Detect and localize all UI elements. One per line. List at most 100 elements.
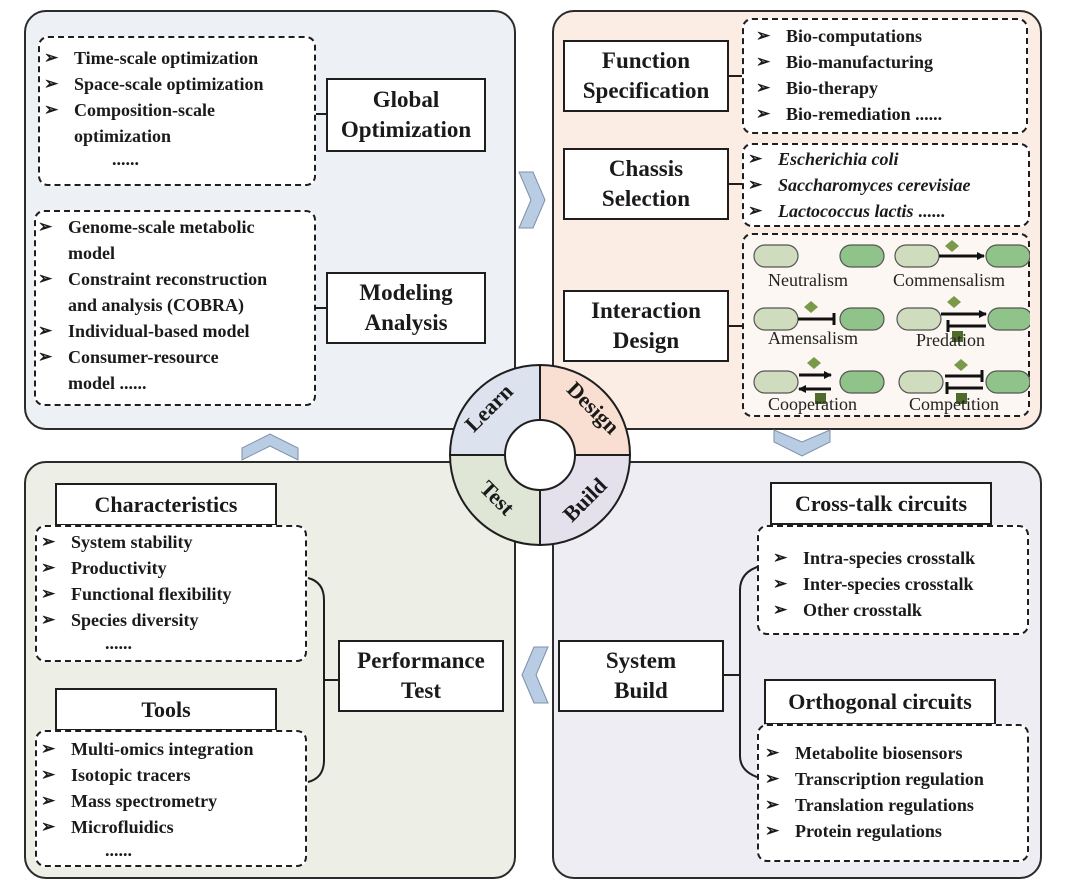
interaction-diagrams	[753, 240, 1030, 404]
bullet-icon: ➢	[41, 610, 56, 629]
cell-dark-icon	[839, 244, 885, 268]
system-build-box: System Build	[558, 640, 724, 712]
bullet-icon: ➢	[773, 600, 788, 619]
list-item: ➢Multi-omics integration	[41, 736, 305, 762]
bullet-icon: ➢	[41, 791, 56, 810]
dbtl-cycle: Learn Design Build Test	[448, 363, 632, 547]
arrow-up-icon	[241, 433, 299, 461]
bullet-icon: ➢	[38, 217, 53, 236]
bullet-icon: ➢	[765, 743, 780, 762]
bullet-icon: ➢	[765, 769, 780, 788]
crosstalk-circuits-list: ➢Intra-species crosstalk ➢Inter-species …	[757, 525, 1029, 635]
cell-dark-icon	[985, 370, 1030, 394]
signal-square-icon	[952, 331, 963, 342]
modeling-analysis-box: Modeling Analysis	[326, 272, 486, 344]
signal-diamond-icon	[945, 240, 959, 252]
cell-light-icon	[898, 370, 944, 394]
list-item: ➢Saccharomyces cerevisiae	[748, 172, 1028, 198]
characteristics-title: Characteristics	[55, 483, 277, 526]
cell-dark-icon	[839, 370, 885, 394]
connector	[316, 113, 328, 115]
bullet-icon: ➢	[41, 739, 56, 758]
list-item: ➢Genome-scale metabolic	[38, 214, 314, 240]
list-item: ➢Protein regulations	[765, 818, 1027, 844]
list-item: ➢Microfluidics	[41, 814, 305, 840]
bullet-icon: ➢	[44, 48, 59, 67]
ellipsis: ......	[105, 840, 132, 860]
performance-test-box: Performance Test	[338, 640, 504, 712]
bullet-icon: ➢	[41, 817, 56, 836]
characteristics-list: ➢System stability ➢Productivity ➢Functio…	[35, 525, 307, 662]
tools-title: Tools	[55, 688, 277, 731]
list-item: ➢Isotopic tracers	[41, 762, 305, 788]
ellipsis: ......	[112, 149, 139, 169]
arrow-left-icon	[521, 646, 549, 704]
bullet-icon: ➢	[756, 26, 771, 45]
list-item: ➢Other crosstalk	[773, 597, 1027, 623]
list-item: ➢Time-scale optimization	[44, 45, 314, 71]
signal-diamond-icon	[804, 301, 818, 313]
connector	[729, 325, 743, 327]
list-item: ➢Bio-computations	[756, 23, 1026, 49]
list-item-continuation: and analysis (COBRA)	[68, 295, 245, 315]
bullet-icon: ➢	[38, 269, 53, 288]
list-item: ➢Species diversity	[41, 607, 305, 633]
bullet-icon: ➢	[38, 347, 53, 366]
list-item: ➢Consumer-resource	[38, 344, 314, 370]
chassis-selection-list: ➢Escherichia coli ➢Saccharomyces cerevis…	[742, 143, 1030, 227]
list-item: ➢Bio-manufacturing	[756, 49, 1026, 75]
interaction-label-commensalism: Commensalism	[893, 270, 1005, 290]
list-item: ➢Bio-remediation ......	[756, 101, 1026, 127]
bullet-icon: ➢	[748, 175, 763, 194]
interaction-label-predation: Predation	[916, 330, 985, 350]
bullet-icon: ➢	[41, 532, 56, 551]
bullet-icon: ➢	[756, 104, 771, 123]
orthogonal-circuits-title: Orthogonal circuits	[764, 679, 996, 725]
cell-dark-icon	[987, 307, 1030, 331]
signal-diamond-icon	[947, 296, 961, 308]
list-item: ➢Intra-species crosstalk	[773, 545, 1027, 571]
bullet-icon: ➢	[41, 558, 56, 577]
ellipsis: ......	[105, 633, 132, 653]
modeling-analysis-list: ➢Genome-scale metabolic model ➢Constrain…	[34, 210, 316, 406]
test-bracket	[307, 577, 340, 783]
function-specification-box: Function Specification	[563, 40, 729, 112]
list-item: ➢Functional flexibility	[41, 581, 305, 607]
list-item: ➢Translation regulations	[765, 792, 1027, 818]
signal-square-icon	[956, 393, 967, 404]
connector	[729, 75, 743, 77]
bullet-icon: ➢	[38, 321, 53, 340]
bullet-icon: ➢	[773, 548, 788, 567]
cell-light-icon	[753, 370, 799, 394]
connector	[316, 307, 328, 309]
orthogonal-circuits-list: ➢Metabolite biosensors ➢Transcription re…	[757, 724, 1029, 862]
list-item-continuation: model	[68, 243, 115, 263]
function-specification-list: ➢Bio-computations ➢Bio-manufacturing ➢Bi…	[742, 18, 1028, 134]
bullet-icon: ➢	[756, 52, 771, 71]
list-item: ➢Composition-scale	[44, 97, 314, 123]
list-item: ➢Escherichia coli	[748, 146, 1028, 172]
list-item: ➢System stability	[41, 529, 305, 555]
bullet-icon: ➢	[44, 100, 59, 119]
interaction-label-competition: Competition	[909, 394, 999, 414]
bullet-icon: ➢	[41, 765, 56, 784]
list-item: ➢Transcription regulation	[765, 766, 1027, 792]
chassis-selection-box: Chassis Selection	[563, 148, 729, 220]
cycle-center	[504, 419, 576, 491]
bullet-icon: ➢	[756, 78, 771, 97]
interaction-design-box: Interaction Design	[563, 290, 729, 362]
list-item: ➢Individual-based model	[38, 318, 314, 344]
list-item: ➢Productivity	[41, 555, 305, 581]
connector	[729, 183, 743, 185]
list-item: ➢Metabolite biosensors	[765, 740, 1027, 766]
list-item: ➢Inter-species crosstalk	[773, 571, 1027, 597]
cell-light-icon	[753, 244, 799, 268]
cell-dark-icon	[985, 244, 1030, 268]
interaction-label-cooperation: Cooperation	[768, 394, 857, 414]
crosstalk-circuits-title: Cross-talk circuits	[770, 482, 992, 525]
bullet-icon: ➢	[773, 574, 788, 593]
bullet-icon: ➢	[765, 821, 780, 840]
cell-light-icon	[894, 244, 940, 268]
list-item: ➢Space-scale optimization	[44, 71, 314, 97]
global-optimization-list: ➢Time-scale optimization ➢Space-scale op…	[38, 36, 316, 186]
